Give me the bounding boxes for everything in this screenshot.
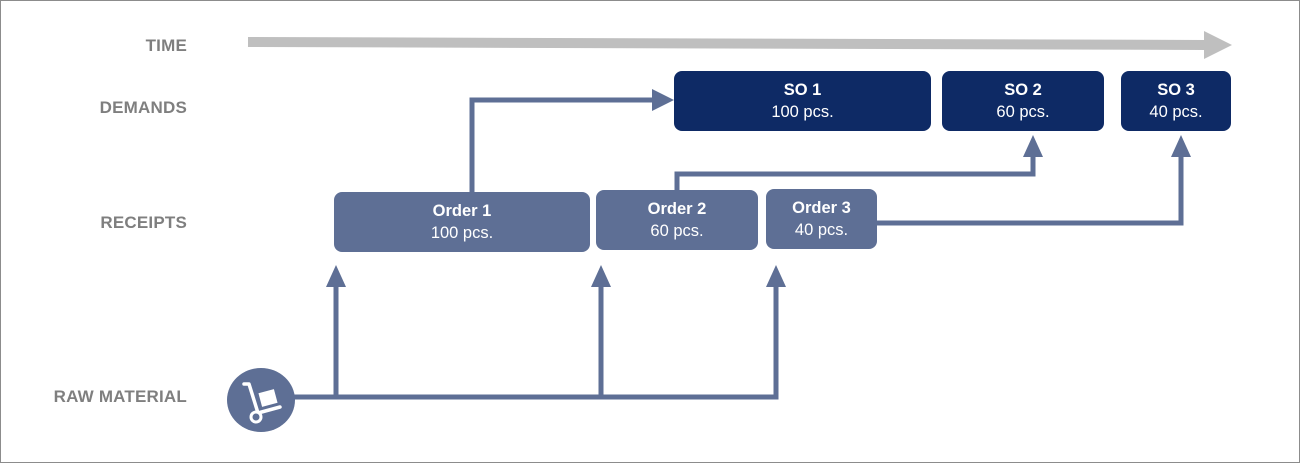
receipt-qty: 100 pcs.	[430, 224, 494, 242]
demand-box-so3: SO 3 40 pcs.	[1121, 71, 1231, 131]
order3-to-so3-line	[877, 155, 1184, 226]
raw-material-trunk-line	[293, 286, 779, 400]
receipt-title: Order 3	[792, 199, 851, 217]
arrowhead-so3-icon	[1171, 135, 1191, 157]
demand-box-so2: SO 2 60 pcs.	[942, 71, 1104, 131]
receipt-box-order3: Order 3 40 pcs.	[766, 189, 877, 249]
arrowhead-so1-icon	[652, 89, 674, 111]
demand-qty: 60 pcs.	[996, 103, 1050, 121]
arrowhead-order3-icon	[766, 265, 786, 287]
hand-truck-icon	[227, 368, 295, 432]
row-label-raw-material: RAW MATERIAL	[53, 387, 187, 406]
receipt-title: Order 1	[432, 202, 492, 220]
arrowhead-order2-icon	[591, 265, 611, 287]
arrowhead-order1-icon	[326, 265, 346, 287]
receipt-title: Order 2	[647, 200, 707, 218]
receipt-qty: 40 pcs.	[794, 221, 849, 239]
order1-to-so1-line	[469, 97, 653, 192]
demand-qty: 40 pcs.	[1149, 103, 1203, 121]
row-label-receipts: RECEIPTS	[100, 213, 187, 232]
receipt-qty: 60 pcs.	[650, 222, 704, 240]
receipt-box-order2: Order 2 60 pcs.	[596, 190, 758, 250]
order2-to-so2-line	[674, 155, 1036, 190]
arrowhead-so2-icon	[1023, 135, 1043, 157]
receipt-box-order1: Order 1 100 pcs.	[334, 192, 590, 252]
demand-title: SO 3	[1157, 81, 1195, 99]
demand-title: SO 1	[783, 81, 822, 99]
row-label-demands: DEMANDS	[99, 98, 187, 117]
demand-qty: 100 pcs.	[771, 103, 834, 121]
time-arrow-icon	[247, 31, 1232, 59]
demand-box-so1: SO 1 100 pcs.	[674, 71, 931, 131]
row-label-time: TIME	[145, 36, 187, 55]
demand-title: SO 2	[1004, 81, 1042, 99]
